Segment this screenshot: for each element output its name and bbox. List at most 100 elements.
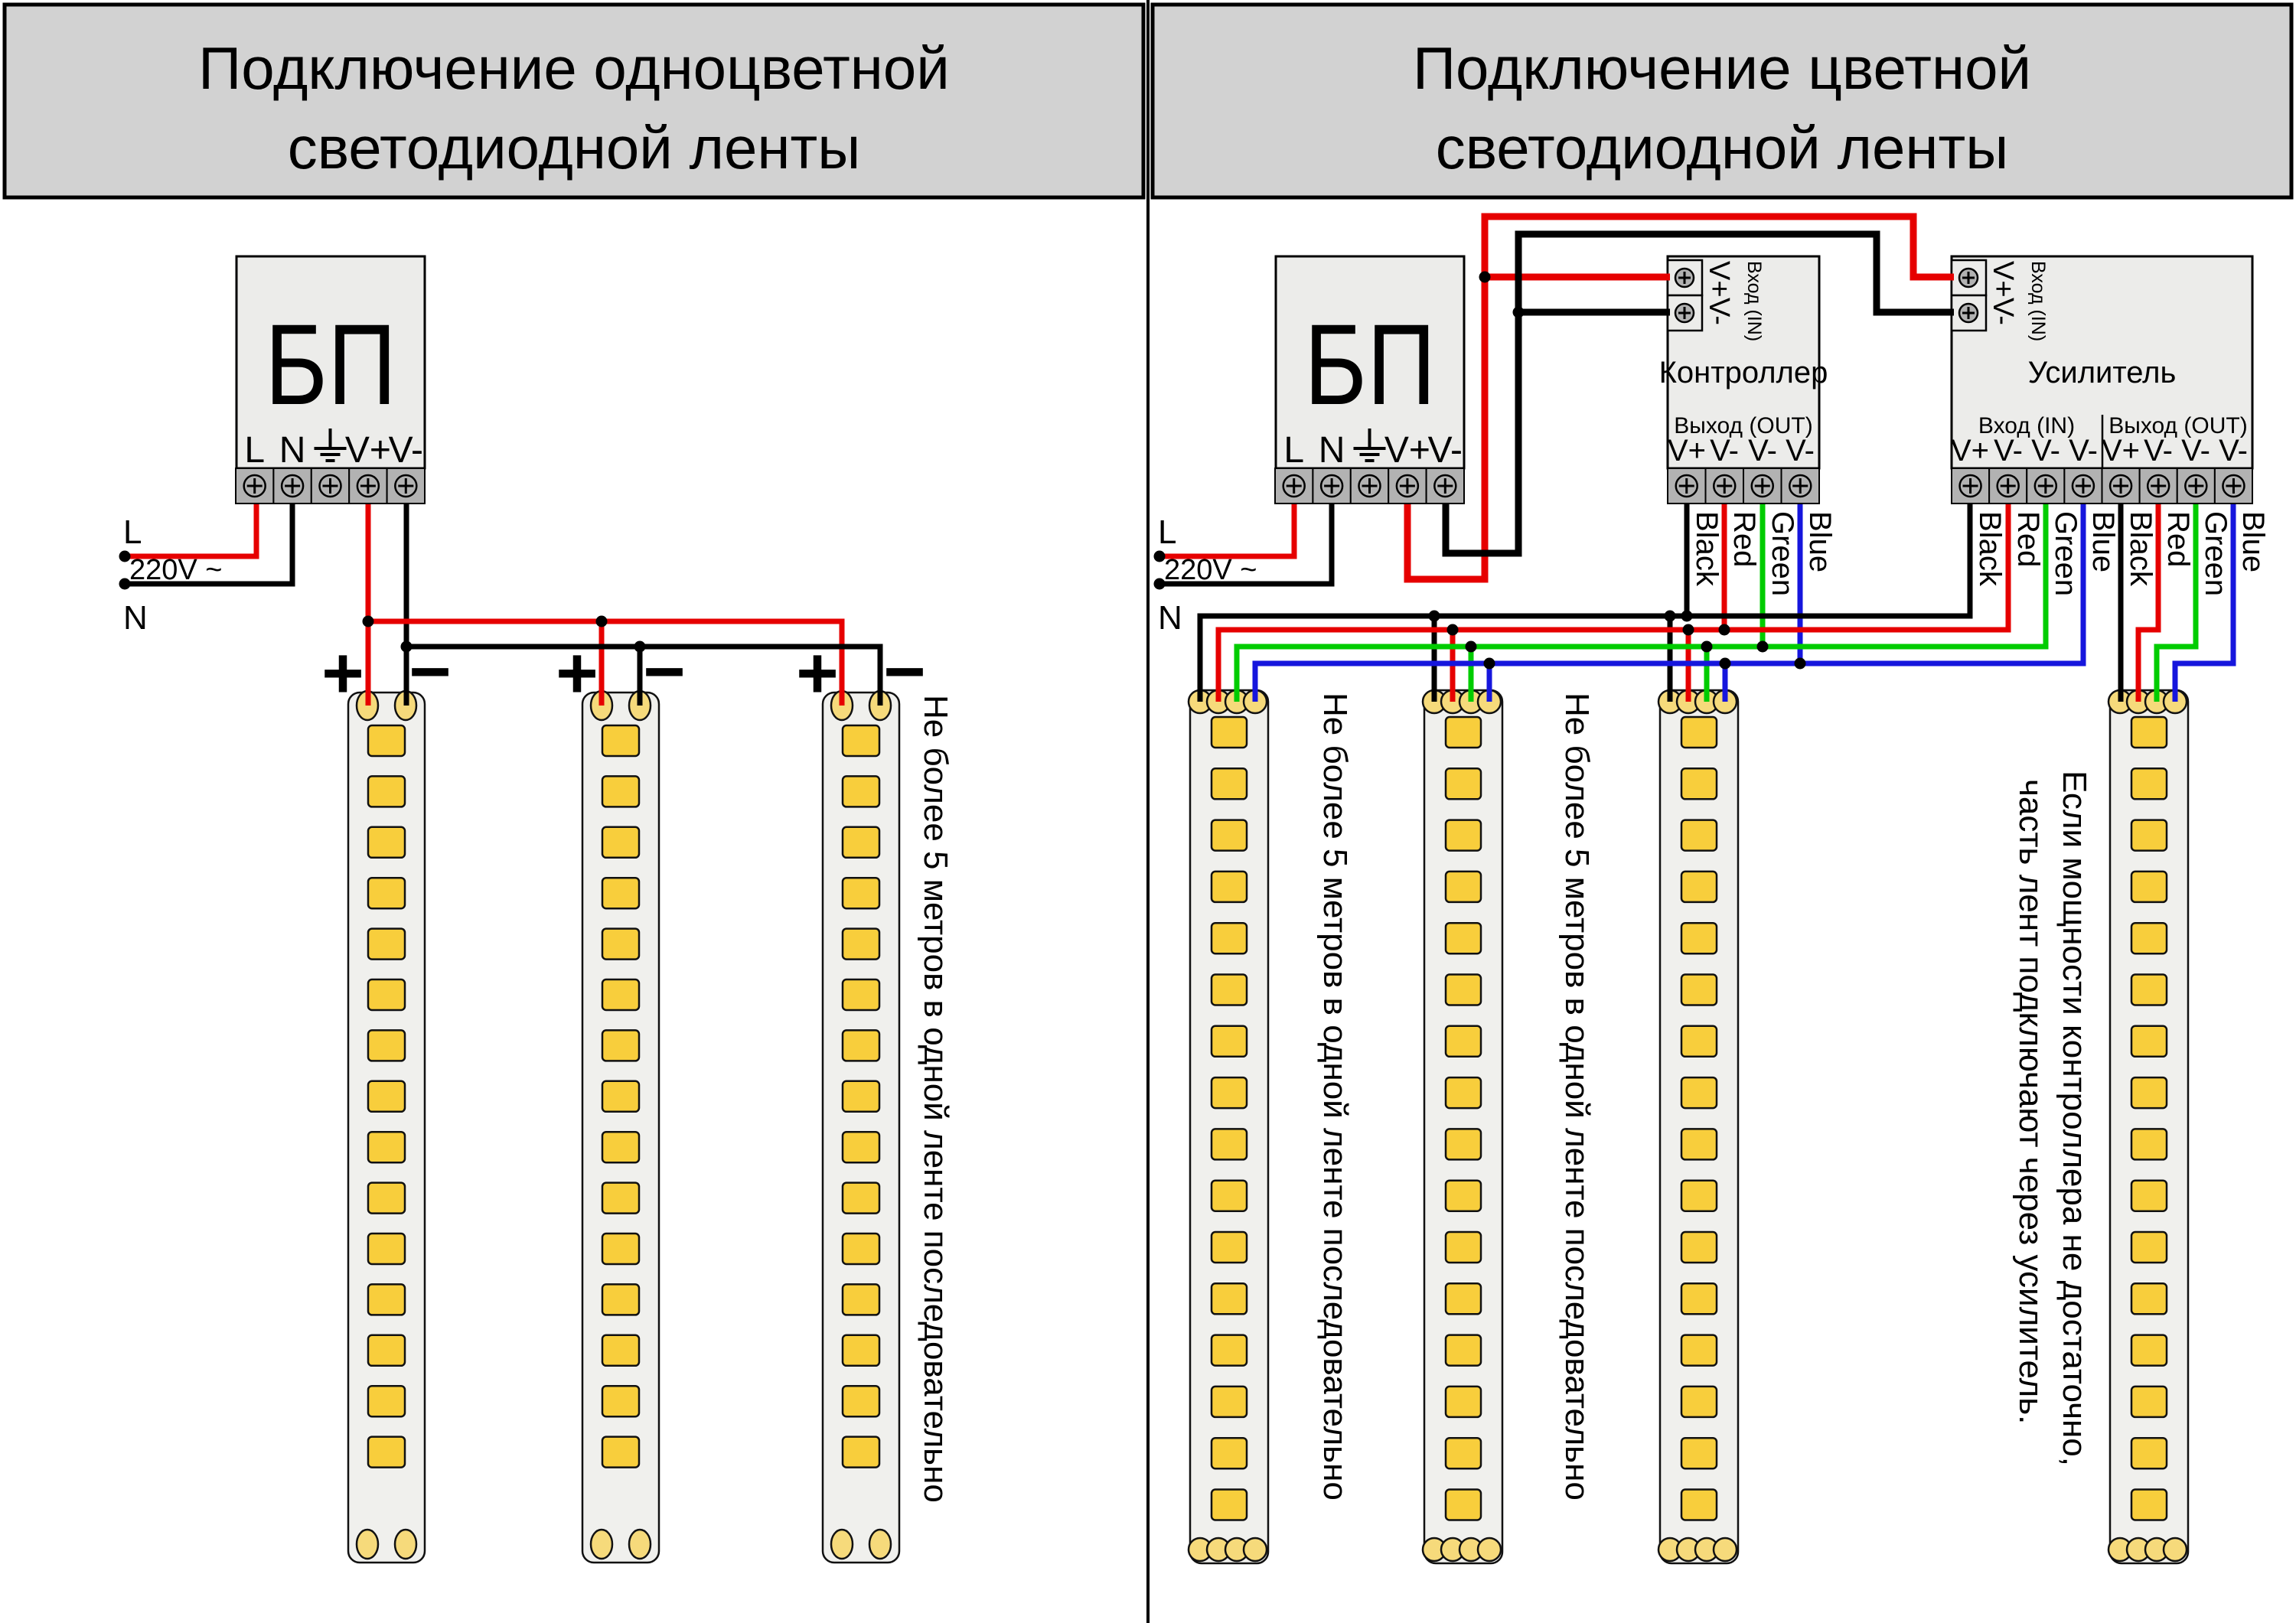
- led-chip: [1680, 1488, 1718, 1521]
- junction-dot: [1512, 306, 1525, 318]
- terminal-label: V-: [1748, 434, 1777, 468]
- led-chip: [1444, 870, 1482, 904]
- led-chip: [601, 1080, 641, 1113]
- minus-label: −: [883, 631, 925, 712]
- led-chip: [1444, 819, 1482, 852]
- junction-dot: [1701, 640, 1713, 653]
- led-chip: [1680, 1385, 1718, 1419]
- terminal-label: V-: [1428, 430, 1463, 471]
- led-chip: [1680, 973, 1718, 1006]
- junction-dot: [1479, 271, 1491, 283]
- wire-color-label: Red: [2011, 511, 2045, 567]
- led-chip: [1680, 921, 1718, 955]
- led-chip: [601, 876, 641, 910]
- led-chip: [601, 927, 641, 960]
- wire-color-label: Blue: [2086, 511, 2120, 572]
- led-chip: [601, 775, 641, 808]
- input-header: Вход (IN): [1743, 261, 1765, 341]
- led-chip: [601, 1181, 641, 1214]
- junction-dot: [595, 615, 608, 627]
- junction-dot: [634, 640, 646, 653]
- led-chip: [1444, 1128, 1482, 1161]
- led-chip: [1444, 1488, 1482, 1521]
- led-chip: [841, 724, 881, 758]
- led-chip: [2130, 921, 2168, 955]
- led-chip: [367, 724, 406, 758]
- led-chip: [1444, 1282, 1482, 1315]
- wire-color-label: Black: [2124, 511, 2157, 587]
- led-chip: [1444, 973, 1482, 1006]
- led-chip: [367, 1181, 406, 1214]
- led-chip: [841, 1436, 881, 1468]
- led-chip: [1680, 1076, 1718, 1110]
- solder-pad: [1242, 1537, 1268, 1563]
- led-chip: [2130, 1128, 2168, 1161]
- led-chip: [841, 826, 881, 859]
- wire-color-label: Green: [1766, 511, 1799, 596]
- amplifier-name: Усилитель: [2028, 356, 2177, 389]
- wire-black: [125, 504, 295, 587]
- led-chip: [2130, 1488, 2168, 1521]
- terminal-label: N: [1319, 430, 1345, 471]
- wire-red: [1404, 213, 1954, 583]
- led-chip: [1210, 768, 1248, 800]
- wire-color-label: Red: [1727, 511, 1761, 567]
- page-title: Подключение цветной: [1413, 34, 2031, 102]
- led-chip: [841, 1384, 881, 1418]
- led-chip: [367, 775, 406, 808]
- led-chip: [1444, 1334, 1482, 1367]
- junction-dot: [1153, 578, 1166, 590]
- terminal-label: V-: [2031, 434, 2060, 468]
- led-chip: [1444, 715, 1482, 749]
- terminal-label: V-: [1786, 434, 1815, 468]
- led-chip: [1680, 1179, 1718, 1212]
- led-chip: [601, 978, 641, 1012]
- wire-red: [125, 504, 259, 559]
- wire-black: [1159, 504, 1335, 587]
- led-chip: [2130, 973, 2168, 1006]
- junction-dot: [1664, 610, 1676, 622]
- wire-black: [1197, 504, 1973, 702]
- terminal-label: N: [279, 430, 306, 471]
- junction-dot: [1719, 657, 1731, 670]
- junction-dot: [1153, 550, 1166, 562]
- led-chip: [841, 876, 881, 910]
- solder-pad: [393, 1528, 418, 1560]
- amplifier-note: часть лент подключают через усилитель.: [2012, 779, 2050, 1424]
- terminal-label: V+: [345, 430, 391, 471]
- junction-dot: [1428, 610, 1440, 622]
- led-chip: [841, 927, 881, 960]
- led-chip: [367, 1080, 406, 1113]
- led-chip: [1210, 1025, 1248, 1058]
- led-chip: [601, 724, 641, 758]
- led-chip: [1680, 715, 1718, 749]
- led-chip: [2130, 1179, 2168, 1212]
- led-chip: [1444, 768, 1482, 800]
- led-chip: [1210, 1488, 1248, 1521]
- led-chip: [1210, 1128, 1248, 1161]
- neutral-label: N: [123, 599, 148, 637]
- led-strip: [821, 691, 901, 1564]
- led-chip: [1210, 715, 1248, 749]
- solder-pad: [355, 1528, 380, 1560]
- junction-dot: [400, 640, 413, 653]
- led-strip: [347, 691, 426, 1564]
- wire-red: [1159, 504, 1297, 559]
- solder-pad: [1712, 1537, 1738, 1563]
- led-strip: [2108, 689, 2190, 1565]
- title-box-left: [2, 2, 1146, 200]
- strip-note: Не более 5 метров в одной ленте последов…: [917, 695, 954, 1503]
- solder-pad: [589, 1528, 614, 1560]
- wire-black: [406, 644, 883, 706]
- page-title: светодиодной ленты: [1436, 114, 2009, 181]
- wire-blue: [1252, 504, 2086, 702]
- led-chip: [601, 1029, 641, 1062]
- junction-dot: [1681, 610, 1693, 622]
- controller-name: Контроллер: [1659, 356, 1828, 389]
- strip-note: Не более 5 метров в одной ленте последов…: [1316, 693, 1354, 1501]
- neutral-label: N: [1158, 599, 1182, 637]
- led-chip: [2130, 1282, 2168, 1315]
- led-chip: [1210, 1179, 1248, 1212]
- junction-dot: [1483, 657, 1495, 670]
